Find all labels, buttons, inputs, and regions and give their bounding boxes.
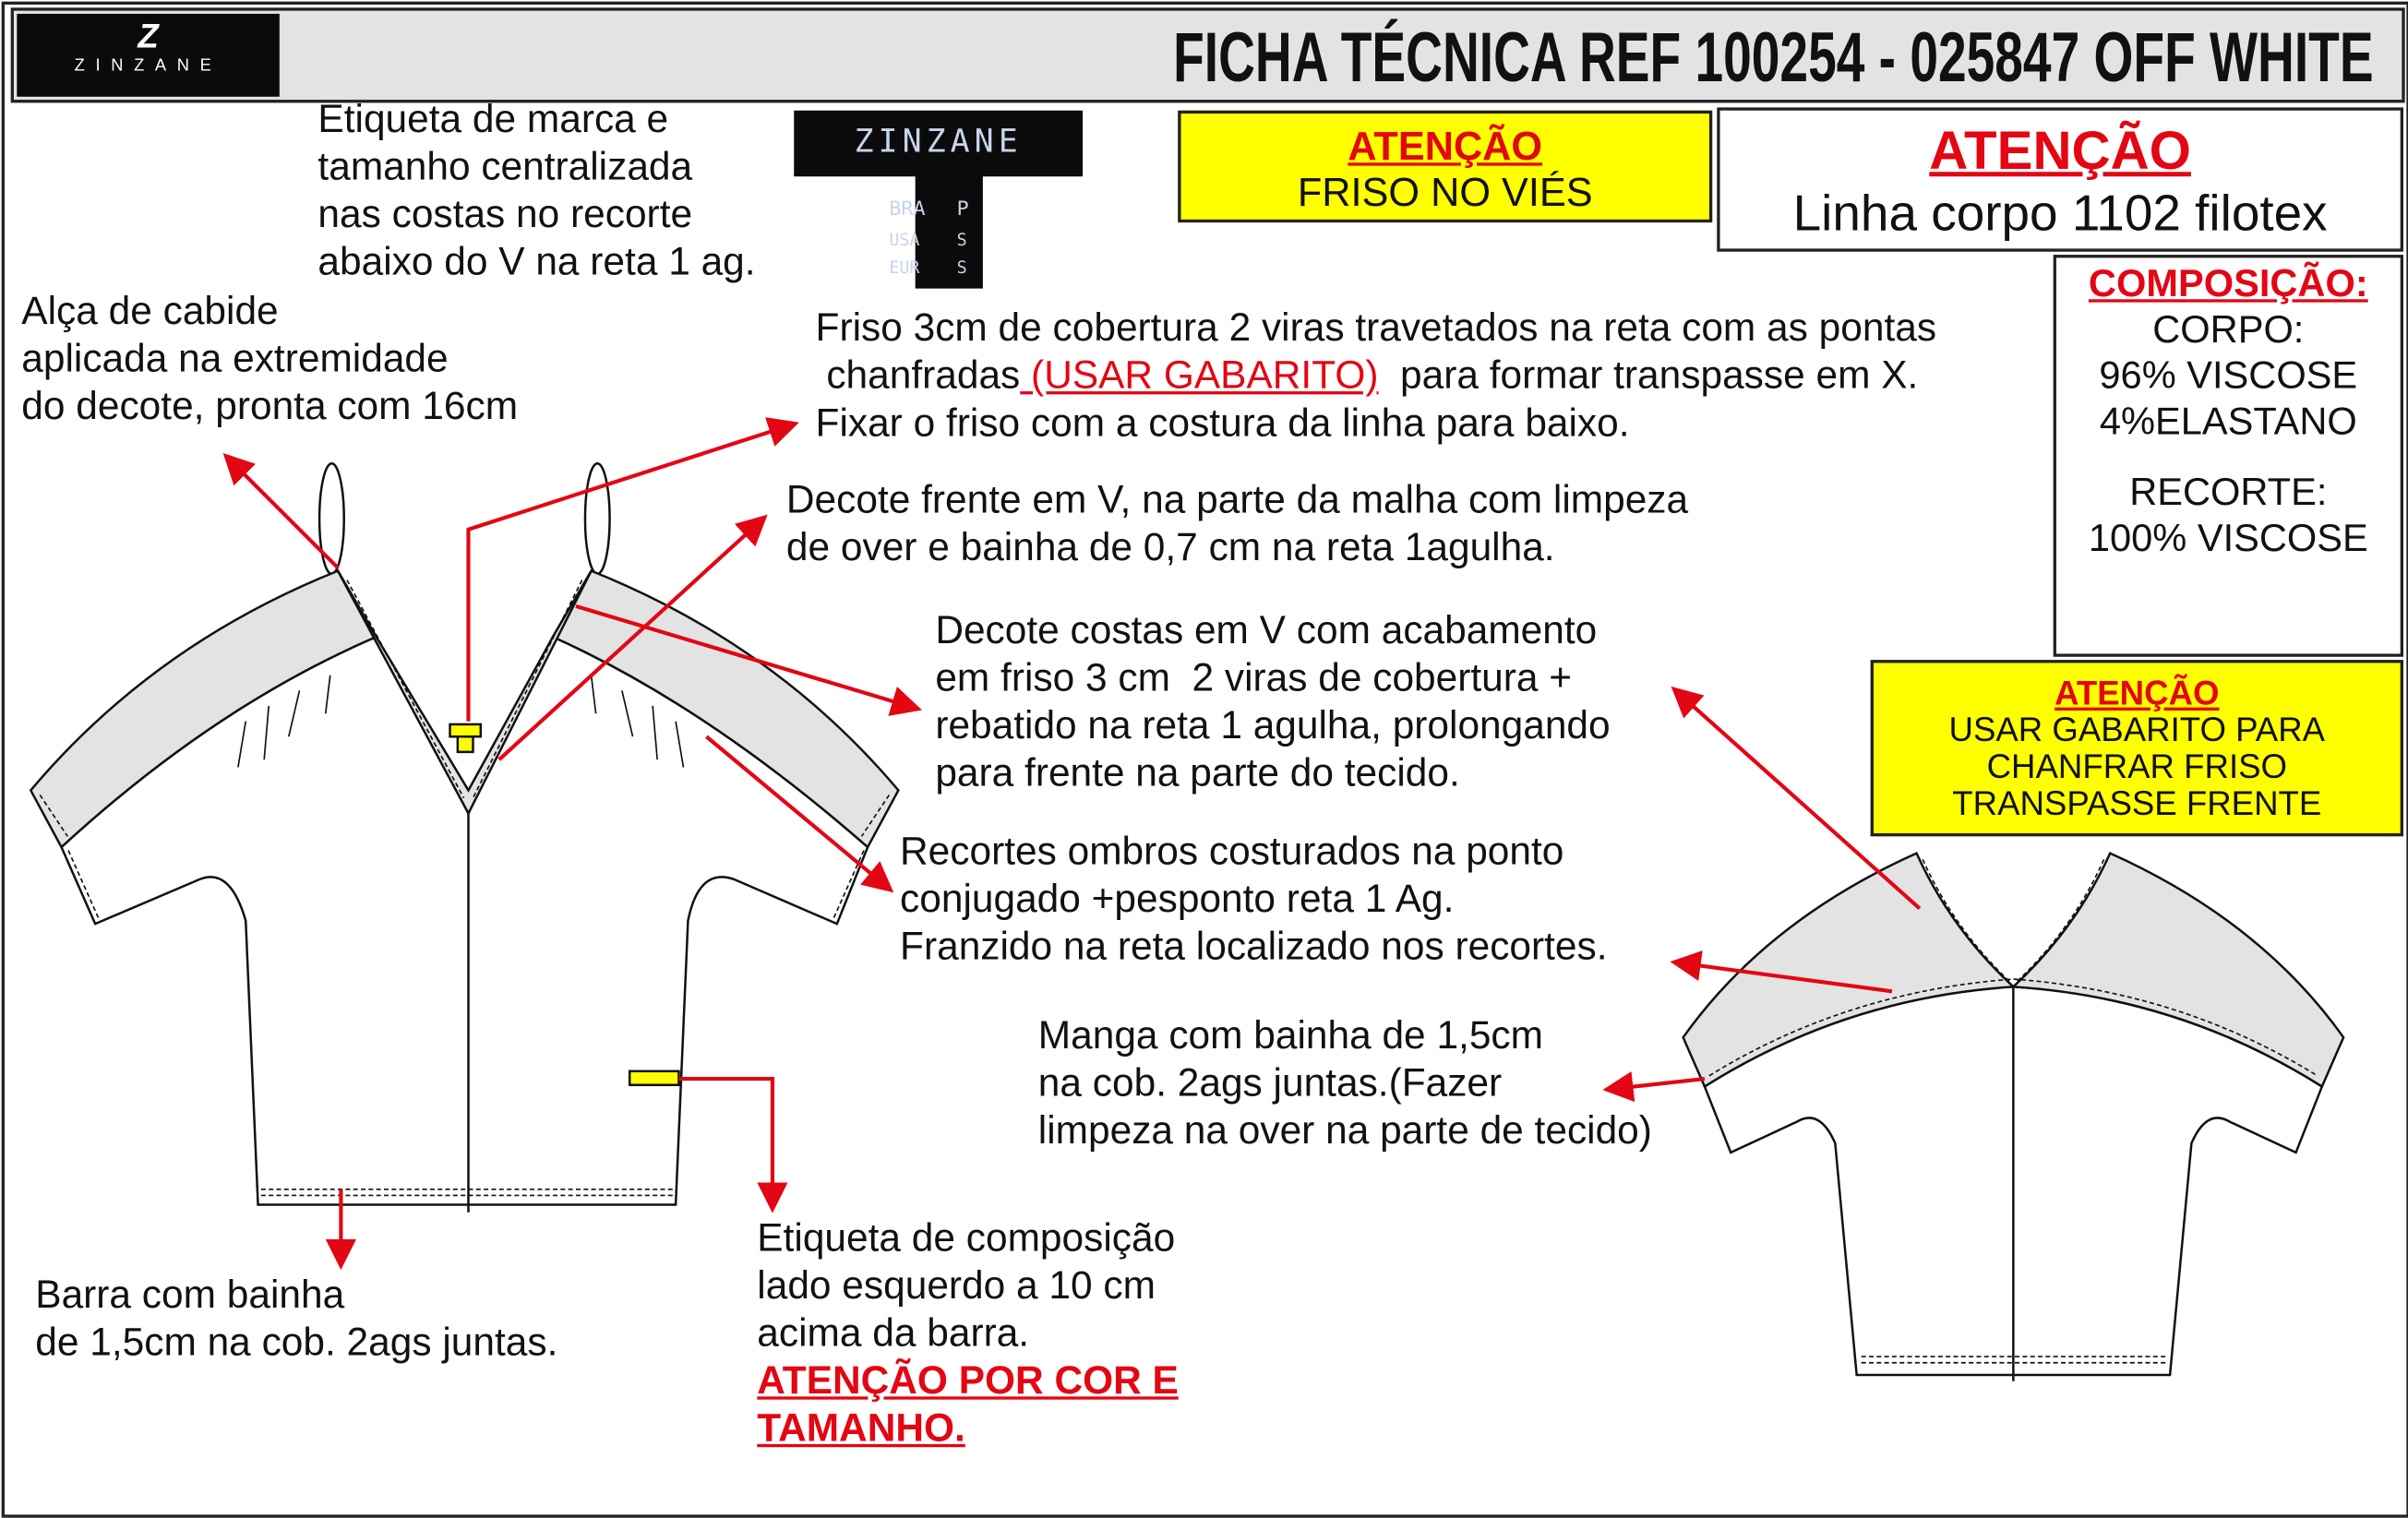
alert-text: FRISO NO VIÉS <box>1297 168 1593 215</box>
text-line: Fixar o friso com a costura da linha par… <box>815 401 1630 446</box>
page-title: FICHA TÉCNICA REF 100254 - 025847 OFF WH… <box>1173 17 2375 97</box>
front-view <box>29 461 900 1213</box>
header-bar <box>10 7 2405 103</box>
back-right-panel <box>2010 851 2345 1089</box>
size-value: P <box>956 197 969 221</box>
text-line: abaixo do V na reta 1 ag. <box>317 241 756 284</box>
corpo-fiber: 4%ELASTANO <box>2099 400 2357 444</box>
text-line: nas costas no recorte <box>317 193 693 237</box>
alert-friso: ATENÇÃO FRISO NO VIÉS <box>1178 110 1713 223</box>
brand-label-top <box>794 110 1084 177</box>
composition-title: COMPOSIÇÃO: <box>2088 262 2368 305</box>
text-line: na cob. 2ags juntas.(Fazer <box>1037 1061 1503 1106</box>
text-line: Etiqueta de composição <box>757 1216 1176 1261</box>
size-country: BRA <box>889 197 926 221</box>
text-line: conjugado +pesponto reta 1 Ag. <box>900 878 1455 921</box>
alert-gabarito: ATENÇÃO USAR GABARITO PARA CHANFRAR FRIS… <box>1870 660 2404 837</box>
logo-mark: Z <box>138 17 159 55</box>
text-line: Alça de cabide <box>21 290 279 333</box>
text-line: Friso 3cm de cobertura 2 viras travetado… <box>815 306 1937 351</box>
gathers <box>237 675 685 768</box>
note-friso: Friso 3cm de cobertura 2 viras travetado… <box>816 305 1937 448</box>
arrow-back-panel <box>1671 686 1922 911</box>
text-line: tamanho centralizada <box>317 145 693 189</box>
text-line: do decote, pronta com 16cm <box>21 385 519 428</box>
composition-label-marker <box>628 1070 680 1086</box>
recorte-fiber: 100% VISCOSE <box>2088 517 2368 560</box>
text-line: ATENÇÃO POR COR E <box>757 1359 1179 1403</box>
arrow-back-seam <box>1670 950 1893 994</box>
text-line: aplicada na extremidade <box>21 337 449 381</box>
size-country: EUR <box>889 257 920 279</box>
callout-arrows <box>222 417 1922 1271</box>
text-line: Franzido na reta localizado nos recortes… <box>900 925 1608 969</box>
text-line: para formar transpasse em X. <box>1378 354 1919 398</box>
corpo-fiber: 96% VISCOSE <box>2099 354 2358 398</box>
text-line: acima da barra. <box>757 1311 1030 1356</box>
text-line: Barra com bainha <box>35 1273 345 1317</box>
text-line: TAMANHO. <box>757 1406 965 1451</box>
right-shoulder-panel <box>551 569 900 849</box>
alert-title: ATENÇÃO <box>1348 123 1543 169</box>
size-value: S <box>956 230 967 251</box>
text-line: Etiqueta de marca e <box>317 98 669 141</box>
logo-wordmark: ZINZANE <box>74 56 222 76</box>
alert-linha: ATENÇÃO Linha corpo 1102 filotex <box>1717 107 2404 252</box>
composition-box: COMPOSIÇÃO: CORPO: 96% VISCOSE 4%ELASTAN… <box>2053 255 2404 657</box>
hanger-loop-left <box>317 461 345 576</box>
arrow-composition-label <box>678 1077 788 1213</box>
text-line: (USAR GABARITO) <box>1020 354 1379 398</box>
text-line: Manga com bainha de 1,5cm <box>1037 1014 1544 1058</box>
text-line: em friso 3 cm 2 viras de cobertura + <box>935 656 1573 700</box>
alert-line: CHANFRAR FRISO <box>1986 747 2288 786</box>
size-value: S <box>956 257 967 279</box>
hanger-loop-right <box>583 461 611 576</box>
arrow-front-neck <box>497 514 768 761</box>
size-country: USA <box>889 230 920 251</box>
arrow-brand-label <box>466 417 799 722</box>
alert-text: Linha corpo 1102 filotex <box>1792 184 2328 242</box>
text-line: limpeza na over na parte de tecido) <box>1037 1109 1652 1153</box>
arrow-back-neck <box>575 604 922 716</box>
brand-label-marker <box>449 723 483 738</box>
arrow-hanger-loop <box>222 452 340 569</box>
brand-logo: Z ZINZANE <box>17 13 280 97</box>
arrow-sleeve <box>1602 1071 1706 1103</box>
alert-line: TRANSPASSE FRENTE <box>1952 783 2322 823</box>
arrow-shoulder-seam <box>705 735 894 893</box>
text-line: Recortes ombros costurados na ponto <box>900 830 1564 874</box>
recorte-label: RECORTE: <box>2129 471 2328 515</box>
back-left-panel <box>1682 851 2017 1089</box>
note-front-neck: Decote frente em V, na parte da malha co… <box>786 477 1688 572</box>
text-line: para frente na parte do tecido. <box>935 751 1460 795</box>
alert-title: ATENÇÃO <box>1929 121 2191 182</box>
back-view <box>1682 851 2345 1381</box>
text-line: Decote costas em V com acabamento <box>935 609 1598 652</box>
brand-label-name: ZINZANE <box>854 123 1023 160</box>
corpo-label: CORPO: <box>2152 308 2305 352</box>
brand-label-marker <box>456 735 474 754</box>
alert-line: USAR GABARITO PARA <box>1948 710 2326 749</box>
stitching <box>39 580 891 1197</box>
text-line: chanfradas <box>815 354 1021 398</box>
text-line: Decote frente em V, na parte da malha co… <box>785 478 1689 522</box>
text-line: lado esquerdo a 10 cm <box>757 1264 1156 1308</box>
text-line: de 1,5cm na cob. 2ags juntas. <box>35 1321 558 1365</box>
text-line: rebatido na reta 1 agulha, prolongando <box>935 704 1611 747</box>
alert-title: ATENÇÃO <box>2055 674 2220 712</box>
text-line: de over e bainha de 0,7 cm na reta 1agul… <box>785 526 1555 569</box>
brand-label-stem <box>915 174 983 289</box>
